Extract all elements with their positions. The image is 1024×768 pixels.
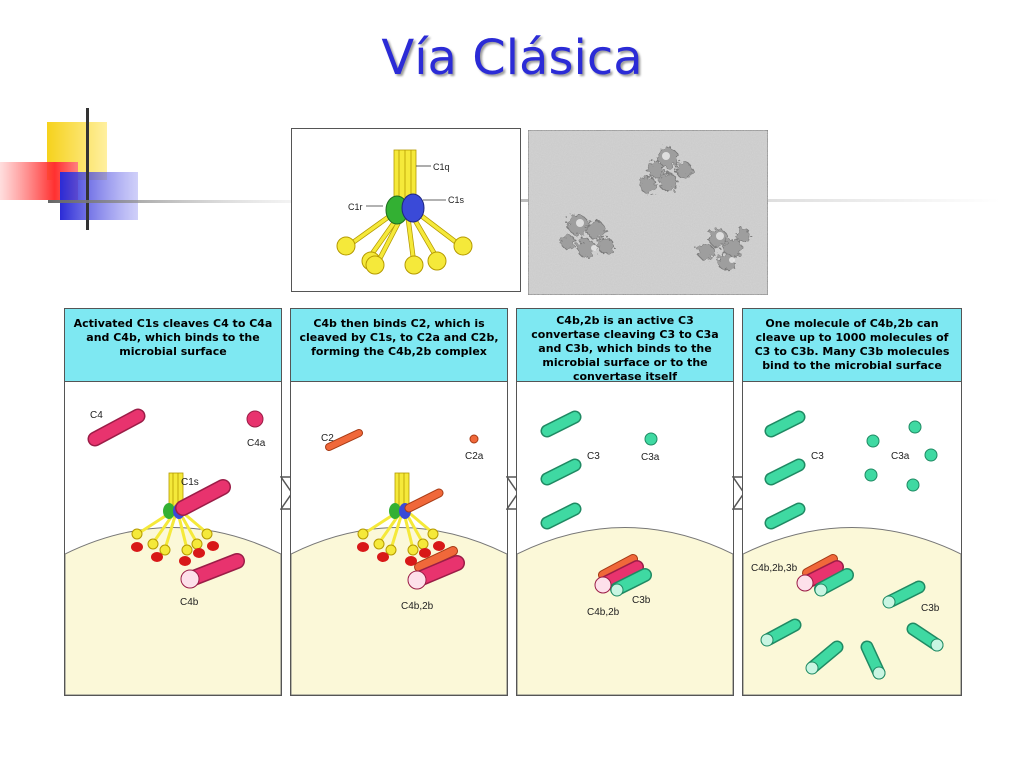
panel-1-header: Activated C1s cleaves C4 to C4a and C4b,… [65, 309, 281, 382]
panel-1-illustration: C4 C4a C1s C4b [65, 408, 281, 695]
panel-2-illustration: C2 C2a C4b,2b [291, 429, 507, 695]
c2-label: C2 [321, 433, 334, 444]
c1q-label: C1q [433, 162, 450, 172]
panel-3: C4b,2b is an active C3 convertase cleavi… [516, 308, 734, 696]
c4a-label: C4a [247, 438, 266, 449]
c4b2b3b-label: C4b,2b,3b [751, 563, 798, 574]
panel-2-header: C4b then binds C2, which is cleaved by C… [291, 309, 507, 382]
c3-label: C3 [811, 451, 824, 462]
slide-title: Vía Clásica [381, 30, 643, 86]
c3b-label: C3b [921, 603, 940, 614]
panel-4-illustration: C3 C3a C4b,2b,3b C3b [743, 410, 961, 695]
panel-3-illustration: C3 C3a C4b,2b C3b [517, 410, 733, 695]
electron-micrograph [528, 130, 768, 295]
panel-4-header: One molecule of C4b,2b can cleave up to … [743, 309, 961, 382]
c4-label: C4 [90, 410, 103, 421]
decorative-squares [0, 108, 298, 230]
c3b-label: C3b [632, 595, 651, 606]
c3a-label: C3a [641, 452, 660, 463]
panel-3-header: C4b,2b is an active C3 convertase cleavi… [517, 309, 733, 383]
c3a-label: C3a [891, 451, 910, 462]
c1s-label: C1s [448, 195, 465, 205]
c4b-label: C4b [180, 597, 199, 608]
c1-complex-diagram: C1q C1r C1s [291, 128, 521, 292]
c1r-label: C1r [348, 202, 363, 212]
c1s-label: C1s [181, 477, 199, 488]
c4b2b-label: C4b,2b [401, 601, 434, 612]
c4b2b-label: C4b,2b [587, 607, 620, 618]
panel-2: C4b then binds C2, which is cleaved by C… [290, 308, 508, 696]
c2a-label: C2a [465, 451, 484, 462]
panel-1: Activated C1s cleaves C4 to C4a and C4b,… [64, 308, 282, 696]
c3-label: C3 [587, 451, 600, 462]
panel-4: One molecule of C4b,2b can cleave up to … [742, 308, 962, 696]
